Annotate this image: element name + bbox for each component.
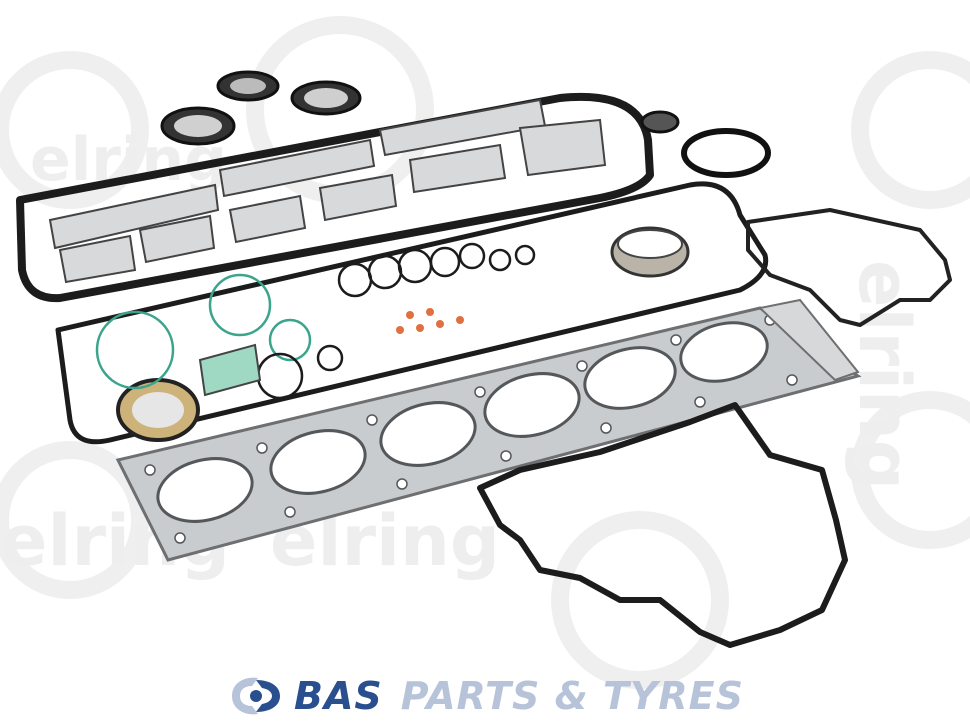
valve-cover-gasket (16, 93, 654, 303)
engine-gasket-set-illustration (16, 70, 952, 648)
cylinder-head-gasket (115, 298, 862, 562)
small-seals (396, 308, 464, 334)
o-rings (95, 242, 536, 400)
manifold-gaskets (48, 98, 607, 397)
rocker-cover-gasket (55, 181, 769, 445)
brand-primary-text: BAS (294, 674, 383, 718)
timing-cover-gasket (477, 402, 848, 648)
side-plate-gasket (746, 208, 952, 327)
seal-rings (116, 70, 771, 442)
brand-footer: BAS PARTS & TYRES (0, 664, 970, 728)
brand-secondary-text: PARTS & TYRES (400, 674, 744, 718)
bas-wing-logo-icon (232, 677, 280, 715)
